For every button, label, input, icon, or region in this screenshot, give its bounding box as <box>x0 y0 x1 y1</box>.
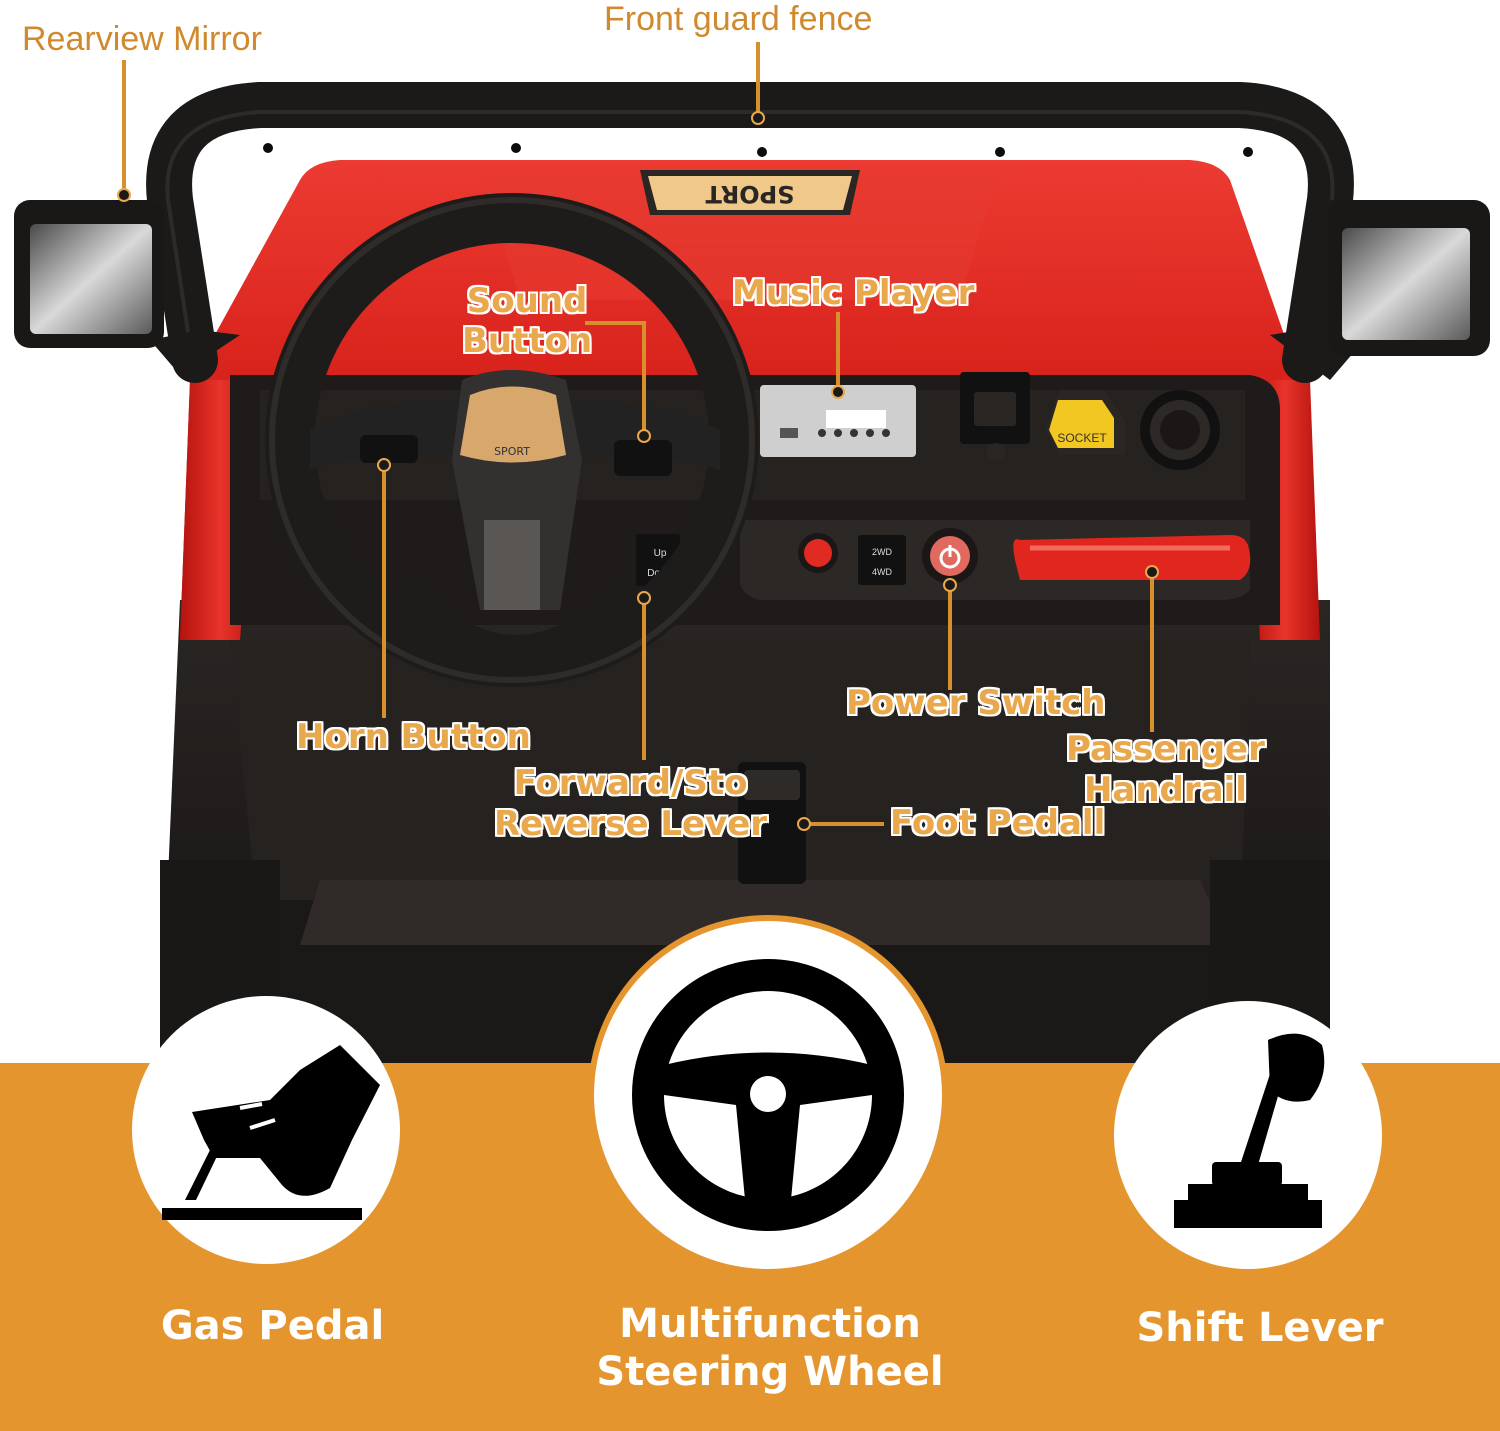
callout-horn-button: Horn Button <box>296 717 531 757</box>
socket-label: SOCKET <box>1057 431 1107 445</box>
callout-forward-reverse-line1: Forward/Sto <box>513 763 748 803</box>
steering-wheel: SPORT <box>265 193 759 687</box>
callout-sound-button-line2: Button <box>462 321 593 361</box>
callout-foot-pedal: Foot Pedall <box>890 803 1106 843</box>
foot-pedal <box>738 762 806 884</box>
horn-light <box>798 533 838 573</box>
music-player <box>760 385 916 457</box>
speaker-vent <box>1140 390 1220 470</box>
feature-label-steering-wheel: Multifunction Steering Wheel <box>560 1300 980 1396</box>
front-guard-fence <box>146 82 1354 383</box>
passenger-handrail <box>1013 535 1251 580</box>
callout-passenger-handrail-line1: Passenger <box>1066 729 1265 769</box>
feature-label-steering-line1: Multifunction <box>619 1301 921 1347</box>
rearview-mirror-right <box>1270 200 1490 380</box>
switch-4wd: 4WD <box>872 567 893 577</box>
lever-up-label: Up <box>654 548 667 559</box>
switch-2wd: 2WD <box>872 547 893 557</box>
hood-badge: SPORT <box>640 170 860 215</box>
callout-passenger-handrail-line2: Handrail <box>1083 770 1247 810</box>
callout-sound-button-line1: Sound <box>466 281 588 321</box>
drive-mode-switch: 2WD 4WD <box>858 535 906 585</box>
callout-passenger-handrail: Passenger Handrail <box>1066 732 1265 807</box>
hood-badge-text: SPORT <box>705 180 795 208</box>
steering-wheel-icon <box>588 915 948 1275</box>
callout-lines <box>117 42 1159 831</box>
callout-rearview-mirror: Rearview Mirror <box>22 20 262 58</box>
socket: SOCKET <box>1045 390 1125 455</box>
power-button <box>922 528 978 584</box>
shift-lever-icon <box>1114 1001 1382 1269</box>
usb-port <box>960 372 1030 461</box>
feature-label-shift-lever: Shift Lever <box>1136 1305 1384 1351</box>
callout-forward-reverse-line2: Reverse Lever <box>494 804 768 844</box>
gas-pedal-icon <box>132 996 400 1264</box>
feature-label-gas-pedal: Gas Pedal <box>160 1303 385 1349</box>
callout-sound-button: Sound Button <box>462 284 592 358</box>
callout-forward-reverse-lever: Forward/Sto Reverse Lever <box>494 766 767 841</box>
callout-power-switch: Power Switch <box>846 683 1106 723</box>
callout-music-player: Music Player <box>732 273 975 313</box>
callout-front-guard-fence: Front guard fence <box>604 0 873 38</box>
wheel-badge-text: SPORT <box>494 445 530 458</box>
rearview-mirror-left <box>14 200 240 375</box>
feature-label-steering-line2: Steering Wheel <box>596 1349 944 1395</box>
